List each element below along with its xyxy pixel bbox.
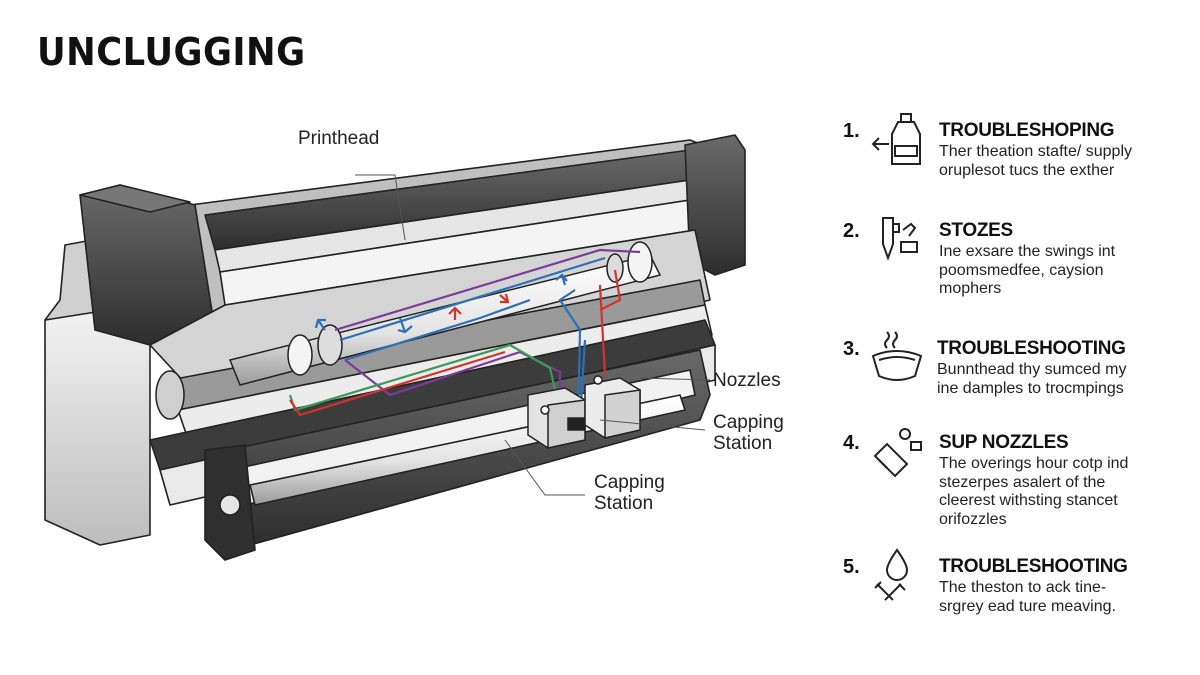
ink-drop-icon xyxy=(874,548,909,601)
step-number: 2. xyxy=(843,220,860,242)
capping-station-label-1: Capping Station xyxy=(713,412,784,454)
ink-bottle-icon xyxy=(871,113,921,165)
soaking-cup-icon xyxy=(871,331,923,381)
page-title: UNCLUGGING xyxy=(37,30,306,74)
step-number: 3. xyxy=(843,338,860,360)
carriage-rail xyxy=(155,241,662,420)
capping-station xyxy=(527,375,641,449)
step-title: SUP NOZZLES xyxy=(939,432,1069,453)
step-number: 4. xyxy=(843,432,860,454)
step-body: The theston to ack tine- srgrey ead ture… xyxy=(939,579,1116,615)
step-body: The overings hour cotp ind stezerpes asa… xyxy=(939,455,1129,528)
leader-lines xyxy=(355,174,711,496)
nozzles-label: Nozzles xyxy=(713,370,781,391)
printer-diagram xyxy=(44,134,746,561)
step-title: TROUBLESHOOTING xyxy=(939,556,1128,577)
step-body: Ine exsare the swings int poomsmedfee, c… xyxy=(939,243,1116,297)
ink-lines xyxy=(288,248,641,421)
cleaning-swab-icon xyxy=(882,217,918,261)
printhead-label: Printhead xyxy=(298,128,380,149)
step-title: STOZES xyxy=(939,220,1013,241)
step-number: 1. xyxy=(843,120,860,142)
step-number: 5. xyxy=(843,556,860,578)
step-title: TROUBLESHOPING xyxy=(939,120,1115,141)
step-body: Bunnthead thy sumced my ine damples to t… xyxy=(937,361,1127,397)
step-body: Ther theation stafte/ supply oruplesot t… xyxy=(939,143,1132,179)
capping-station-label-2: Capping Station xyxy=(594,472,665,514)
syringe-flush-icon xyxy=(873,428,922,478)
step-title: TROUBLESHOOTING xyxy=(937,338,1126,359)
